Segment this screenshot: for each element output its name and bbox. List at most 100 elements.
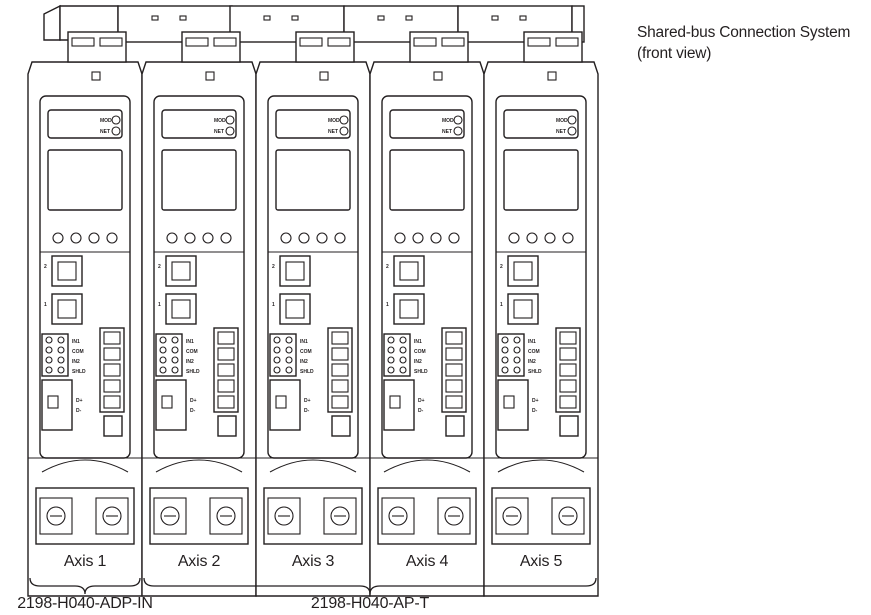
cable-clamp-arc xyxy=(269,459,357,473)
rj45-socket xyxy=(57,299,77,319)
input-pin-label: IN1 xyxy=(528,339,536,345)
axis-label: Axis 2 xyxy=(178,553,221,570)
navigation-button xyxy=(220,232,232,244)
feedback-pin xyxy=(103,395,121,409)
input-pin xyxy=(45,366,53,374)
connector-slot xyxy=(327,37,351,47)
ethernet-port-1-label: 1 xyxy=(272,302,275,308)
feedback-pin xyxy=(445,347,463,361)
terminal-screw xyxy=(160,506,180,526)
latch-square xyxy=(319,71,329,81)
terminal-screw xyxy=(388,506,408,526)
latch-square xyxy=(433,71,443,81)
ethernet-port-2 xyxy=(165,255,197,287)
net-led-label: NET xyxy=(442,129,452,135)
feedback-pin xyxy=(331,347,349,361)
ethernet-port-1-label: 1 xyxy=(500,302,503,308)
feedback-pin xyxy=(559,363,577,377)
ethernet-port-1 xyxy=(507,293,539,325)
shunt-connector xyxy=(217,415,237,437)
navigation-button xyxy=(544,232,556,244)
input-pin xyxy=(285,346,293,354)
latch-square xyxy=(205,71,215,81)
terminal-screw xyxy=(274,506,294,526)
input-pin xyxy=(171,366,179,374)
input-pin xyxy=(57,356,65,364)
net-led xyxy=(111,126,121,136)
net-led xyxy=(453,126,463,136)
ethernet-port-2-label: 2 xyxy=(44,264,47,270)
bus-bar-slot xyxy=(491,15,499,21)
navigation-button xyxy=(394,232,406,244)
feedback-pin xyxy=(103,331,121,345)
input-pin-label: COM xyxy=(72,349,84,355)
navigation-button xyxy=(508,232,520,244)
terminal-screw-housing xyxy=(437,497,471,535)
rj45-socket xyxy=(399,299,419,319)
input-pin xyxy=(171,336,179,344)
axis-label: Axis 5 xyxy=(520,553,563,570)
ethernet-port-1 xyxy=(51,293,83,325)
connector-slot xyxy=(527,37,551,47)
input-pin xyxy=(501,346,509,354)
axis-label: Axis 4 xyxy=(406,553,449,570)
feedback-pin xyxy=(217,379,235,393)
input-pin-label: SHLD xyxy=(186,369,200,375)
feedback-pin xyxy=(103,379,121,393)
bus-bar-segment xyxy=(117,5,233,43)
dc-bus-connector xyxy=(181,31,241,63)
rj45-socket xyxy=(513,261,533,281)
terminal-screw-housing xyxy=(39,497,73,535)
navigation-button xyxy=(448,232,460,244)
feedback-pin xyxy=(445,379,463,393)
ethernet-port-1 xyxy=(393,293,425,325)
input-pin xyxy=(513,356,521,364)
feedback-pin xyxy=(217,331,235,345)
net-led-label: NET xyxy=(328,129,338,135)
input-pin xyxy=(45,336,53,344)
d-plus-label: D+ xyxy=(532,398,539,404)
safety-connector xyxy=(497,379,529,431)
mod-led xyxy=(111,115,121,125)
input-pin xyxy=(57,336,65,344)
lcd-display xyxy=(389,149,465,211)
connector-slot xyxy=(213,37,237,47)
catalog-number-label: 2198-H040-AP-T xyxy=(311,595,430,612)
navigation-button xyxy=(280,232,292,244)
input-pin xyxy=(159,366,167,374)
mod-led-label: MOD xyxy=(556,118,568,124)
input-pin xyxy=(171,356,179,364)
navigation-button xyxy=(166,232,178,244)
cable-clamp-arc xyxy=(155,459,243,473)
input-pin-label: IN1 xyxy=(414,339,422,345)
terminal-screw-housing xyxy=(267,497,301,535)
input-pin xyxy=(273,346,281,354)
dc-bus-connector xyxy=(523,31,583,63)
feedback-pin xyxy=(331,379,349,393)
rj45-socket xyxy=(57,261,77,281)
ethernet-port-2 xyxy=(507,255,539,287)
input-pin xyxy=(513,336,521,344)
safety-plug xyxy=(503,395,515,409)
lcd-display xyxy=(161,149,237,211)
group-brace xyxy=(143,577,597,595)
input-pin xyxy=(387,366,395,374)
axis-label: Axis 1 xyxy=(64,553,107,570)
feedback-pin xyxy=(217,347,235,361)
input-pin xyxy=(399,336,407,344)
cable-clamp-arc xyxy=(497,459,585,473)
bus-bar-slot xyxy=(405,15,413,21)
mod-led-label: MOD xyxy=(442,118,454,124)
ethernet-port-2-label: 2 xyxy=(500,264,503,270)
terminal-screw-housing xyxy=(323,497,357,535)
input-pin-label: IN1 xyxy=(72,339,80,345)
rj45-socket xyxy=(171,261,191,281)
input-pin xyxy=(399,356,407,364)
feedback-pin xyxy=(331,331,349,345)
cable-clamp-arc xyxy=(41,459,129,473)
